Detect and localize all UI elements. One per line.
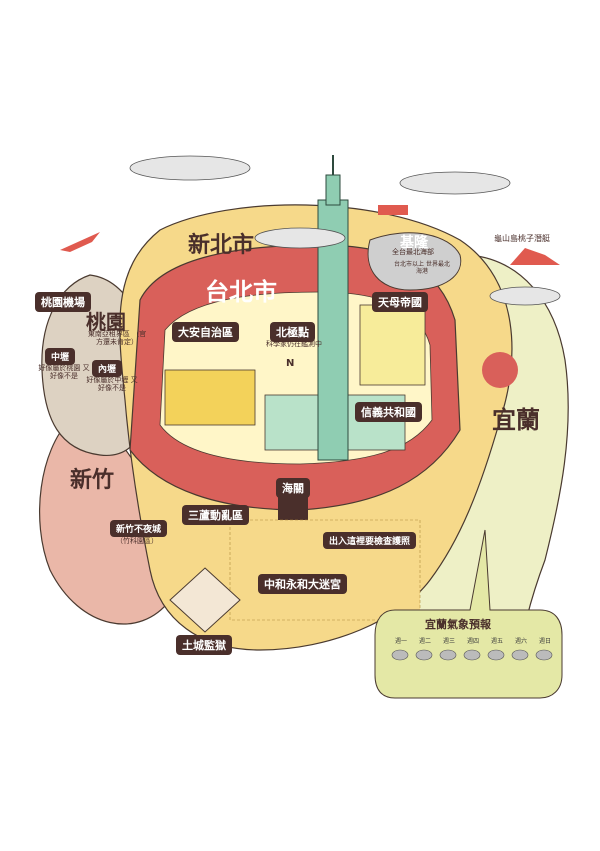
label-sanlu: 三蘆動亂區 [182, 505, 249, 525]
label-taoyuan-airport: 桃園機場 [35, 292, 91, 312]
weather-day: 週三 [443, 638, 456, 645]
neili-note: 好像屬於中壢 又好像不是 [86, 376, 138, 393]
cloud [129, 155, 251, 181]
keelung-sub: 台北市以上 世界最北海港 [394, 261, 450, 275]
weather-day: 週五 [491, 638, 504, 645]
weather-day: 週二 [419, 638, 432, 645]
label-xinyi: 信義共和國 [355, 402, 422, 422]
cloud [254, 227, 346, 249]
weather-day: 週日 [539, 638, 552, 645]
motorbike-icon [482, 352, 518, 388]
region-yilan: 宜蘭 [492, 406, 540, 434]
region-new-taipei: 新北市 [188, 233, 255, 258]
airplane-icon [60, 232, 100, 252]
guishan-island [510, 248, 560, 265]
region-hsinchu: 新竹 [70, 468, 115, 493]
label-tucheng: 土城監獄 [176, 635, 232, 655]
label-tianmu: 天母帝國 [372, 292, 428, 312]
taoyuan-note: 東南亞租界區 （官方還未肯定） [87, 330, 147, 347]
label-daan: 大安自治區 [172, 322, 239, 342]
weather-title: 宜蘭氣象預報 [425, 618, 491, 631]
weather-icons [391, 649, 553, 661]
label-north-pole: 北極點 [270, 322, 315, 342]
weather-day: 週一 [395, 638, 408, 645]
weather-day: 週六 [515, 638, 528, 645]
region-keelung: 基隆 [400, 235, 428, 251]
north-pole-note: 科學家仍在鑑測中 [266, 340, 322, 348]
gold-bars [164, 369, 256, 426]
taipei-101 [317, 155, 349, 461]
ship-icon [378, 205, 408, 215]
region-taipei: 台北市 [205, 278, 277, 306]
tucheng-prison [169, 567, 241, 633]
keelung-region [367, 232, 462, 291]
label-entry-note: 出入這裡要檢查護照 [323, 532, 417, 549]
north-marker: N [286, 358, 295, 369]
keelung-note: 全台最北海部 [392, 248, 434, 256]
region-taoyuan: 桃園 [86, 310, 126, 334]
label-zhonghe: 中和永和大迷宮 [258, 574, 347, 594]
label-hsinchu-city: 新竹不夜城 [110, 520, 168, 537]
label-neili: 內壢 [92, 360, 123, 377]
cloud [489, 286, 561, 306]
guishan-label: 龜山島桃子潛艇 [494, 234, 550, 243]
hsinchu-sci-note: （竹科園區） [116, 537, 158, 545]
label-zhongli: 中壢 [45, 348, 76, 365]
cloud [399, 171, 511, 195]
weather-day: 週四 [467, 638, 480, 645]
label-customs: 海關 [276, 478, 310, 498]
zhongli-note: 好像屬於桃園 又好像不是 [38, 364, 90, 381]
tianmu-buildings [359, 304, 426, 386]
